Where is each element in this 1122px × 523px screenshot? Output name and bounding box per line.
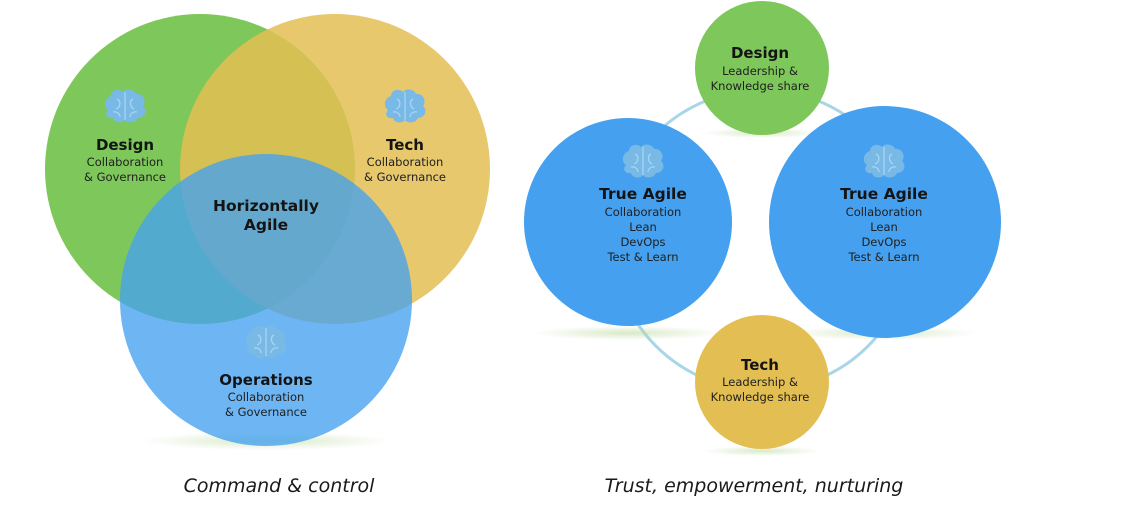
design-line2: & Governance <box>84 170 166 184</box>
agile-right-item: Test & Learn <box>847 250 919 264</box>
agile-right-title: True Agile <box>840 185 928 203</box>
agile-left-title: True Agile <box>599 185 687 203</box>
shadow <box>704 446 820 456</box>
agile-left-item: Test & Learn <box>606 250 678 264</box>
design-line1: Collaboration <box>87 155 164 169</box>
right-design-line1: Leadership & <box>722 64 798 78</box>
left-caption: Command & control <box>184 475 376 497</box>
true-agile-left-circle <box>524 118 732 326</box>
shadow <box>533 326 723 340</box>
right-tech-line1: Leadership & <box>722 375 798 389</box>
right-design-line2: Knowledge share <box>711 79 810 93</box>
agile-right-item: Collaboration <box>846 205 923 219</box>
tech-small-circle <box>695 315 829 449</box>
agile-left-item: Collaboration <box>605 205 682 219</box>
center-title-line1: Horizontally <box>213 197 319 215</box>
design-small-circle <box>695 1 829 135</box>
operations-title: Operations <box>219 371 312 389</box>
right-caption: Trust, empowerment, nurturing <box>605 475 904 497</box>
right-tech-title: Tech <box>741 356 779 374</box>
team-diagram: Design Leadership & Knowledge share Tech… <box>524 1 1001 497</box>
right-tech-line2: Knowledge share <box>711 390 810 404</box>
agile-right-item: Lean <box>870 220 898 234</box>
venn-diagram: Design Collaboration & Governance Tech C… <box>45 14 490 497</box>
tech-line1: Collaboration <box>367 155 444 169</box>
right-design-title: Design <box>731 44 789 62</box>
tech-title: Tech <box>386 136 424 154</box>
agile-right-item: DevOps <box>861 235 906 249</box>
operations-line1: Collaboration <box>228 390 305 404</box>
design-title: Design <box>96 136 154 154</box>
operations-circle <box>120 154 412 446</box>
agile-left-item: DevOps <box>620 235 665 249</box>
true-agile-right-circle <box>769 106 1001 338</box>
agile-left-item: Lean <box>629 220 657 234</box>
operations-line2: & Governance <box>225 405 307 419</box>
tech-line2: & Governance <box>364 170 446 184</box>
center-title-line2: Agile <box>244 216 288 234</box>
